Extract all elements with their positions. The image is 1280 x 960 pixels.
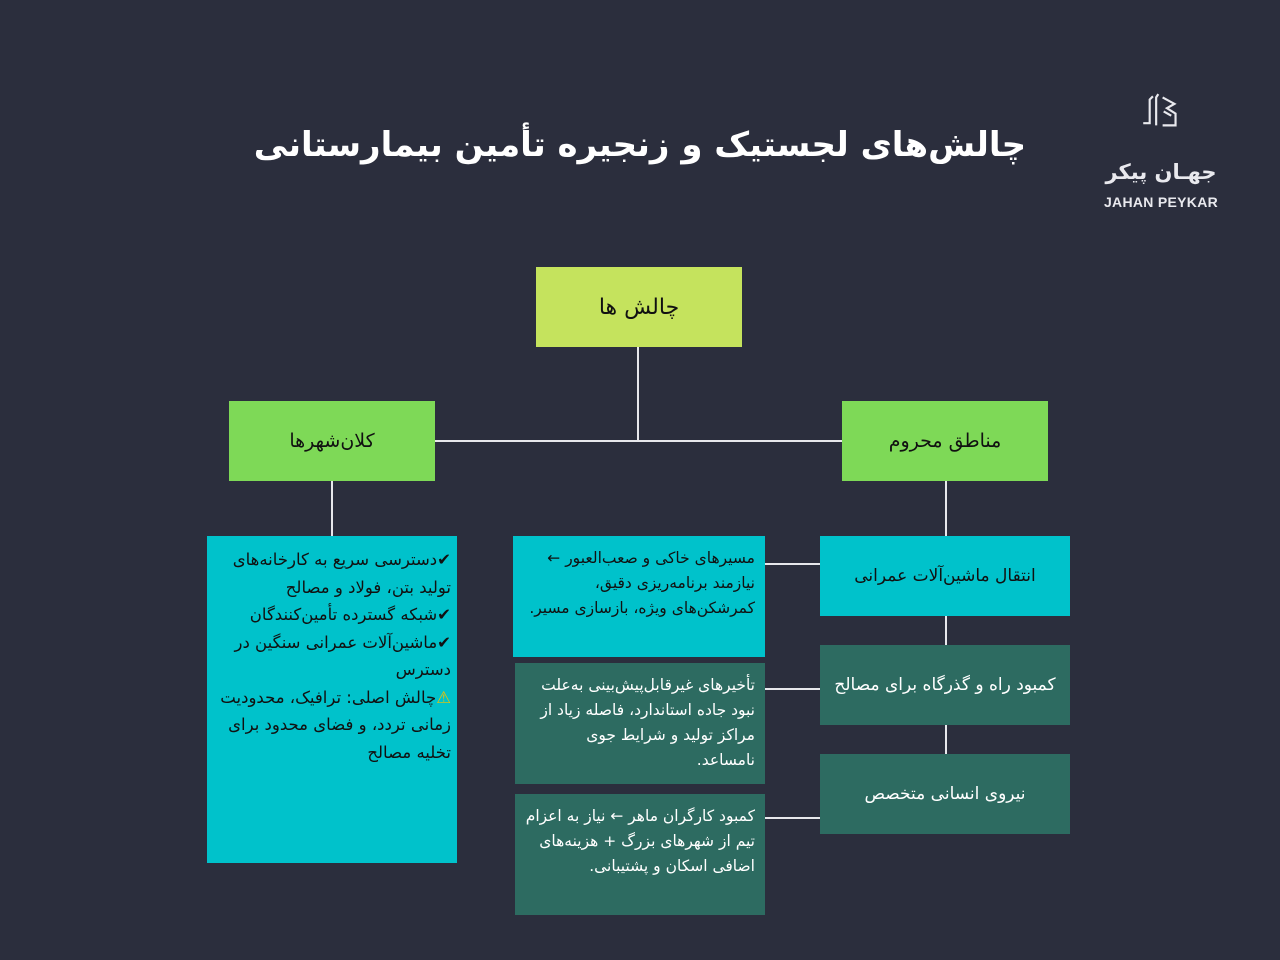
connector-node2-node3: [945, 725, 947, 754]
root-node-label: چالش ها: [598, 294, 680, 320]
connector-megacities-down: [331, 481, 333, 537]
warning-icon: ⚠: [436, 687, 451, 707]
connector-node1-node2: [945, 616, 947, 645]
root-node: چالش ها: [536, 267, 742, 347]
list-item: ✔دسترسی سریع به کارخانه‌های تولید بتن، ف…: [232, 550, 451, 597]
check-icon: ✔: [437, 605, 451, 624]
connector-deprived-down: [945, 481, 947, 537]
branch-megacities-label: کلان‌شهرها: [289, 430, 375, 452]
node-label: انتقال ماشین‌آلات عمرانی: [854, 566, 1036, 586]
megacities-list: ✔دسترسی سریع به کارخانه‌های تولید بتن، ف…: [207, 536, 457, 863]
node-road-shortage: کمبود راه و گذرگاه برای مصالح: [820, 645, 1070, 725]
logo-name-en: JAHAN PEYKAR: [1103, 194, 1219, 210]
branch-deprived-label: مناطق محروم: [888, 430, 1002, 452]
node-label: نیروی انسانی متخصص: [864, 784, 1026, 804]
jp-logo-icon: [1143, 93, 1177, 127]
logo-name-fa: جهـان پیکر: [1105, 160, 1217, 184]
desc-road-shortage: تأخیرهای غیرقابل‌پیش‌بینی به‌علت نبود جا…: [515, 663, 765, 784]
check-icon: ✔: [437, 550, 451, 569]
list-item: ⚠چالش اصلی: ترافیک، محدودیت زمانی تردد، …: [220, 687, 451, 762]
desc-skilled-labor: کمبود کارگران ماهر ← نیاز به اعزام تیم ا…: [515, 794, 765, 915]
connector-root-down: [637, 347, 639, 441]
connector-node2-desc: [765, 688, 821, 690]
connector-horizontal: [435, 440, 843, 442]
check-icon: ✔: [437, 632, 451, 652]
list-item: ✔ماشین‌آلات عمرانی سنگین در دسترس: [234, 632, 451, 680]
node-machinery-transport: انتقال ماشین‌آلات عمرانی: [820, 536, 1070, 616]
node-skilled-labor: نیروی انسانی متخصص: [820, 754, 1070, 834]
branch-deprived: مناطق محروم: [842, 401, 1048, 481]
branch-megacities: کلان‌شهرها: [229, 401, 435, 481]
node-label: کمبود راه و گذرگاه برای مصالح: [834, 675, 1056, 695]
list-item: ✔شبکه گسترده تأمین‌کنندگان: [249, 605, 451, 624]
connector-node3-desc: [765, 817, 821, 819]
connector-node1-desc: [765, 563, 821, 565]
desc-machinery-transport: مسیرهای خاکی و صعب‌العبور ← نیازمند برنا…: [513, 536, 765, 657]
diagram-title: چالش‌های لجستیک و زنجیره تأمین بیمارستان…: [253, 125, 1027, 165]
